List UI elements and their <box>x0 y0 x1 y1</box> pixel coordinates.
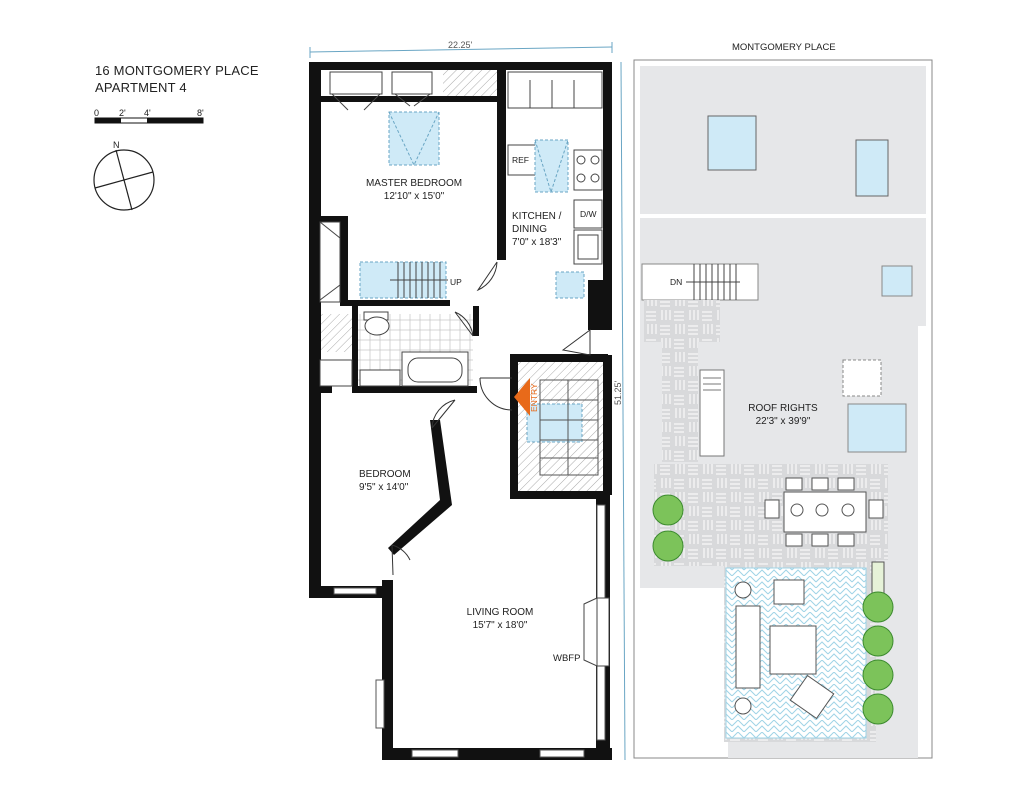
scale-label-2: 2' <box>119 108 126 118</box>
bedroom-label: BEDROOM 9'5" x 14'0" <box>359 468 411 494</box>
street-label: MONTGOMERY PLACE <box>732 42 836 53</box>
scale-label-4: 4' <box>144 108 151 118</box>
depth-dimension <box>620 61 626 761</box>
roof-rights-name: ROOF RIGHTS <box>748 403 818 414</box>
entry-label: ENTRY <box>529 383 539 412</box>
depth-dimension-label: 51.25' <box>613 380 623 405</box>
master-bedroom-name: MASTER BEDROOM <box>365 178 463 189</box>
roof-rights-label: ROOF RIGHTS 22'3" x 39'9" <box>748 402 817 428</box>
title-line-1: 16 MONTGOMERY PLACE <box>95 63 259 78</box>
dn-label: DN <box>670 277 683 287</box>
roof-rights-size: 22'3" x 39'9" <box>755 416 811 427</box>
kitchen-fixtures <box>507 71 603 299</box>
roof-plan <box>633 59 933 759</box>
scale-label-0: 0 <box>94 108 100 118</box>
title-line-2: APARTMENT 4 <box>95 80 187 95</box>
kitchen-name-1: KITCHEN / <box>512 211 562 222</box>
kitchen-size: 7'0" x 18'3" <box>512 237 562 248</box>
living-room-label: LIVING ROOM 15'7" x 18'0" <box>467 606 534 632</box>
bedroom-size: 9'5" x 14'0" <box>359 482 409 493</box>
skylight-master <box>388 111 440 167</box>
scale-label-8: 8' <box>197 108 204 118</box>
width-dimension <box>309 42 613 58</box>
entry-stair <box>514 378 599 476</box>
ref-label: REF <box>512 155 529 165</box>
master-bedroom-label: MASTER BEDROOM 12'10" x 15'0" <box>366 177 462 203</box>
compass-label: N <box>113 140 120 150</box>
living-room-name: LIVING ROOM <box>466 607 534 618</box>
apartment-plan <box>309 62 612 760</box>
dw-label: D/W <box>580 209 597 219</box>
kitchen-name-2: DINING <box>512 224 547 235</box>
plan-title: 16 MONTGOMERY PLACE APARTMENT 4 <box>95 62 259 96</box>
fireplace-icon <box>583 597 610 667</box>
planter-icon <box>652 494 894 725</box>
bedroom-name: BEDROOM <box>359 469 411 480</box>
width-dimension-label: 22.25' <box>448 40 473 50</box>
wbfp-label: WBFP <box>553 653 581 664</box>
up-label: UP <box>450 277 462 287</box>
kitchen-label: KITCHEN / DINING 7'0" x 18'3" <box>512 210 561 249</box>
bathroom-fixtures <box>359 311 469 387</box>
entry-arrow-icon <box>514 378 530 416</box>
master-bedroom-size: 12'10" x 15'0" <box>383 191 445 202</box>
stair-up <box>359 261 448 299</box>
compass-icon <box>93 149 155 211</box>
scale-bar <box>94 117 204 124</box>
living-room-size: 15'7" x 18'0" <box>472 620 528 631</box>
